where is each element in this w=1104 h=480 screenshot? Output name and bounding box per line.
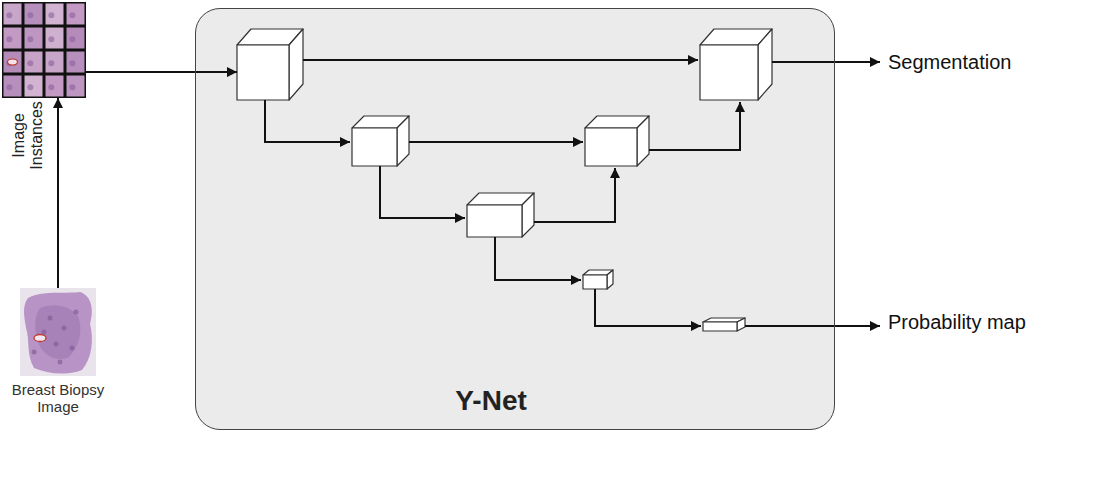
duct-mark [8,59,18,65]
tissue-spot [69,12,75,18]
tissue-spot [6,36,12,42]
biopsy-image: Breast Biopsy Image [20,288,96,376]
output-label: Probability map [888,311,1026,334]
block-side [758,29,772,100]
image-caption: Breast Biopsy Image [2,381,114,416]
grid-line [2,97,86,99]
image-instances-grid: Image Instances [2,2,86,98]
block-front [703,322,737,331]
tissue-spot [69,84,75,90]
tile [23,50,44,74]
flow-arrow [57,98,59,288]
block-front [583,275,607,289]
tissue-area [24,292,92,374]
down-arrow [265,100,350,142]
layer-block [583,270,613,289]
skip-arrow [303,59,698,61]
panel-fill [195,8,835,430]
tissue-spot [32,350,37,355]
image-caption: Image Instances [10,95,47,175]
tile [44,26,65,50]
tile [44,2,65,26]
block-side [737,318,745,331]
tissue-spot [48,12,54,18]
block-side [607,270,613,289]
tissue-spot [6,84,12,90]
tissue-spot [54,342,59,347]
tile [23,2,44,26]
duct-mark [34,335,46,342]
tissue-spot [70,346,75,351]
grid-line [2,49,86,52]
tissue-spot [48,60,54,66]
down-arrow [595,289,701,326]
tissue-spot [27,36,33,42]
tile [2,2,23,26]
layer-block [585,116,649,166]
tissue-spot [6,12,12,18]
layer-block [352,116,409,166]
tile [65,74,86,98]
tile [65,2,86,26]
tile [23,74,44,98]
down-arrow [380,166,465,218]
layer-block [700,29,772,100]
tile [44,50,65,74]
tissue-spot [27,12,33,18]
tissue-spot [27,84,33,90]
tile [2,26,23,50]
output-arrow [745,325,880,327]
tissue-spot [42,330,47,335]
down-arrow [495,237,581,280]
layer-blocks [237,29,772,331]
tissue-spot [74,310,79,315]
grid-lines [2,2,86,98]
block-side [637,116,649,166]
grid-line [2,2,86,4]
tile-grid [2,2,86,98]
up-arrow [534,168,615,222]
flow-arrow [86,71,237,73]
block-side [397,116,409,166]
block-front [237,45,289,100]
tissue-spot [48,316,53,321]
tile [44,74,65,98]
block-front [700,45,758,100]
tissue-spot [69,60,75,66]
tile [65,26,86,50]
slide-ground [20,288,96,376]
tissue-spot [48,36,54,42]
tissue-core [35,305,80,359]
block-front [467,205,522,237]
layer-block [467,193,534,237]
tile [23,26,44,50]
network-panel: Y-Net [195,8,835,430]
panel-title: Y-Net [455,385,527,417]
block-front [585,128,637,166]
grid-line [2,25,86,28]
tissue-spot [48,84,54,90]
block-side [522,193,534,237]
tissue-spot [27,60,33,66]
block-side [289,29,303,100]
tile [65,50,86,74]
tissue-spot [62,326,67,331]
output-label: Segmentation [888,51,1011,74]
tissue-spot [58,360,63,365]
tile [2,74,23,98]
tile [2,50,23,74]
output-arrow [772,61,880,63]
grid-line [2,73,86,76]
tissue-spot [69,36,75,42]
biopsy-picture [20,288,96,376]
block-front [352,128,397,166]
skip-arrow [409,141,583,143]
internal-arrows [265,60,880,326]
up-arrow [649,102,740,150]
layer-block [703,318,745,331]
layer-block [237,29,303,100]
